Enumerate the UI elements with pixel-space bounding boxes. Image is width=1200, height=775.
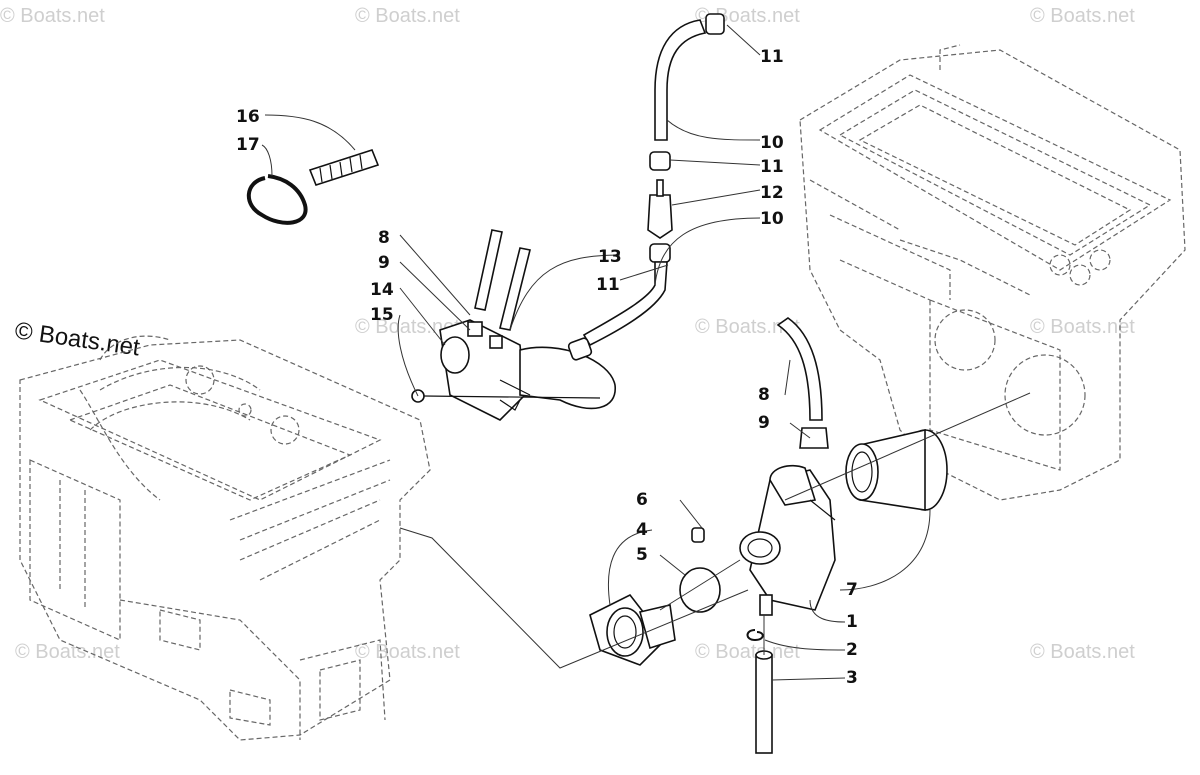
spring-16 xyxy=(308,149,380,186)
callout-16: 16 xyxy=(236,107,260,127)
watermark: © Boats.net xyxy=(15,641,120,663)
filter-inlet xyxy=(656,179,664,197)
assembly-lines xyxy=(399,392,1031,669)
watermark: © Boats.net xyxy=(0,5,105,27)
nut-9 xyxy=(799,427,829,449)
watermark: © Boats.net xyxy=(355,5,460,27)
callout-10-upper: 10 xyxy=(760,133,784,153)
callout-1: 1 xyxy=(846,612,858,632)
watermarks: © Boats.net © Boats.net © Boats.net © Bo… xyxy=(0,5,1135,663)
callout-11-lower: 11 xyxy=(596,275,620,295)
callout-14: 14 xyxy=(370,280,394,300)
callout-8-carb: 8 xyxy=(758,385,770,405)
watermark: © Boats.net xyxy=(1030,641,1135,663)
watermark: © Boats.net xyxy=(1030,5,1135,27)
callout-9-carb: 9 xyxy=(758,413,770,433)
callouts: 1 2 3 4 5 6 7 8 9 8 9 10 10 11 11 11 11 … xyxy=(236,47,858,688)
clip-2 xyxy=(746,629,764,642)
callout-8-pump: 8 xyxy=(378,228,390,248)
watermark: © Boats.net xyxy=(695,316,800,338)
hose-8-pump xyxy=(474,229,503,311)
hose-8-carb xyxy=(776,317,823,421)
intake-flange-4 xyxy=(589,593,676,666)
clamp-11-top xyxy=(705,13,725,35)
callout-3: 3 xyxy=(846,668,858,688)
watermark: © Boats.net xyxy=(355,316,460,338)
leader-lines xyxy=(261,24,931,681)
callout-17: 17 xyxy=(236,135,260,155)
overflow-tube-3 xyxy=(755,650,773,754)
callout-12: 12 xyxy=(760,183,784,203)
fuel-pump xyxy=(411,319,616,421)
callout-15: 15 xyxy=(370,305,394,325)
callout-11-top: 11 xyxy=(760,47,784,67)
callout-13: 13 xyxy=(598,247,622,267)
plug-6 xyxy=(691,527,705,543)
airbox-outline xyxy=(799,44,1186,501)
clamp-11 xyxy=(649,151,671,171)
watermark: © Boats.net xyxy=(695,641,800,663)
fuel-line-10-upper xyxy=(654,19,707,141)
clamp-11 xyxy=(649,243,671,263)
fuel-filter-12 xyxy=(647,194,673,239)
callout-9-pump: 9 xyxy=(378,253,390,273)
callout-2: 2 xyxy=(846,640,858,660)
hose-clamp-5 xyxy=(679,567,721,613)
callout-10-lower: 10 xyxy=(760,209,784,229)
engine-outline xyxy=(19,335,431,741)
callout-6: 6 xyxy=(636,490,648,510)
callout-5: 5 xyxy=(636,545,648,565)
callout-11-middle: 11 xyxy=(760,157,784,177)
clamp-17 xyxy=(246,174,308,225)
carburetor xyxy=(739,464,836,616)
intake-boot-7 xyxy=(845,428,948,511)
callout-4: 4 xyxy=(636,520,648,540)
copyright-text: © Boats.net xyxy=(13,317,142,361)
watermark: © Boats.net xyxy=(1030,316,1135,338)
callout-7: 7 xyxy=(846,580,858,600)
watermark: © Boats.net xyxy=(355,641,460,663)
clamp-11-low xyxy=(567,337,593,361)
